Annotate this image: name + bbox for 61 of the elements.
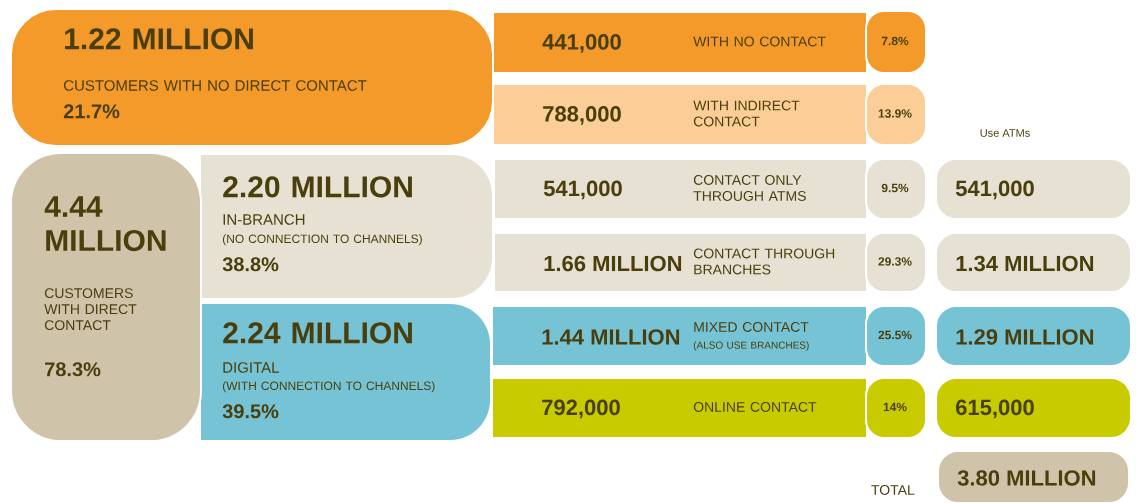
- value-text: 615,000: [956, 399, 1034, 419]
- description-text: CUSTOMERS WITH DIRECT CONTACT: [44, 288, 137, 331]
- value-text: 2.24 MILLION: [223, 322, 412, 344]
- description-text: MIXED CONTACT: [694, 322, 809, 332]
- description-text: CUSTOMERS WITH NO DIRECT CONTACT: [64, 80, 367, 91]
- percent-pill: [865, 305, 927, 367]
- segment-box: [10, 8, 494, 147]
- segment-box: [201, 155, 492, 298]
- value-text: 1.34 MILLION: [956, 255, 1094, 272]
- segment-box: [10, 152, 202, 442]
- description-text: WITH NO CONTACT: [693, 36, 826, 47]
- value-text: 4.44 MILLION: [44, 196, 166, 252]
- percent-text: 9.5%: [881, 183, 909, 193]
- value-text: 541,000: [955, 180, 1034, 200]
- percent-pill: [865, 158, 927, 220]
- segment-bar: [493, 158, 868, 220]
- percent-pill: [865, 83, 927, 146]
- percent-pill: [865, 377, 927, 439]
- segment-bar: [491, 305, 868, 367]
- value-pill: [935, 158, 1132, 220]
- percent-pill: [865, 232, 927, 293]
- percent-text: 25.5%: [878, 330, 912, 340]
- column-heading: Use ATMs: [980, 129, 1030, 137]
- description-text: WITH INDIRECT CONTACT: [693, 100, 800, 127]
- value-pill: [937, 450, 1130, 503]
- description-text: DIGITAL: [223, 362, 279, 373]
- percent-text: 78.3%: [45, 362, 101, 377]
- description-text: (NO CONNECTION TO CHANNELS): [222, 234, 422, 246]
- total-label: TOTAL: [871, 485, 915, 495]
- description-text: CONTACT ONLY THROUGH ATMS: [693, 175, 806, 201]
- value-text: 3.80 MILLION: [957, 470, 1096, 486]
- description-text: IN-BRANCH: [223, 214, 305, 225]
- value-text: 441,000: [542, 34, 621, 53]
- description-text: (ALSO USE BRANCHES): [693, 341, 809, 351]
- value-text: 1.66 MILLION: [544, 255, 682, 272]
- percent-text: 7.8%: [881, 36, 909, 46]
- value-pill: [935, 377, 1132, 439]
- segment-box: [201, 304, 490, 440]
- value-pill: [935, 232, 1132, 293]
- percent-text: 21.7%: [63, 104, 120, 119]
- description-text: ONLINE CONTACT: [693, 402, 817, 412]
- segment-bar: [493, 232, 868, 293]
- segment-bar: [491, 377, 868, 439]
- description-text: CONTACT THROUGH BRANCHES: [693, 248, 835, 275]
- percent-text: 38.8%: [222, 257, 279, 272]
- value-text: 2.20 MILLION: [223, 176, 412, 198]
- value-text: 1.22 MILLION: [65, 28, 253, 50]
- description-text: (WITH CONNECTION TO CHANNELS): [222, 381, 435, 393]
- value-text: 792,000: [542, 399, 620, 419]
- percent-text: 29.3%: [878, 257, 912, 266]
- percent-text: 13.9%: [878, 109, 912, 118]
- value-pill: [935, 305, 1132, 367]
- segment-bar: [492, 11, 868, 74]
- percent-text: 39.5%: [222, 404, 279, 419]
- percent-pill: [865, 10, 927, 74]
- value-text: 1.29 MILLION: [956, 329, 1094, 345]
- segment-bar: [492, 83, 868, 146]
- percent-text: 14%: [883, 402, 907, 412]
- value-text: 788,000: [543, 106, 621, 125]
- value-text: 1.44 MILLION: [542, 329, 680, 345]
- value-text: 541,000: [543, 180, 622, 200]
